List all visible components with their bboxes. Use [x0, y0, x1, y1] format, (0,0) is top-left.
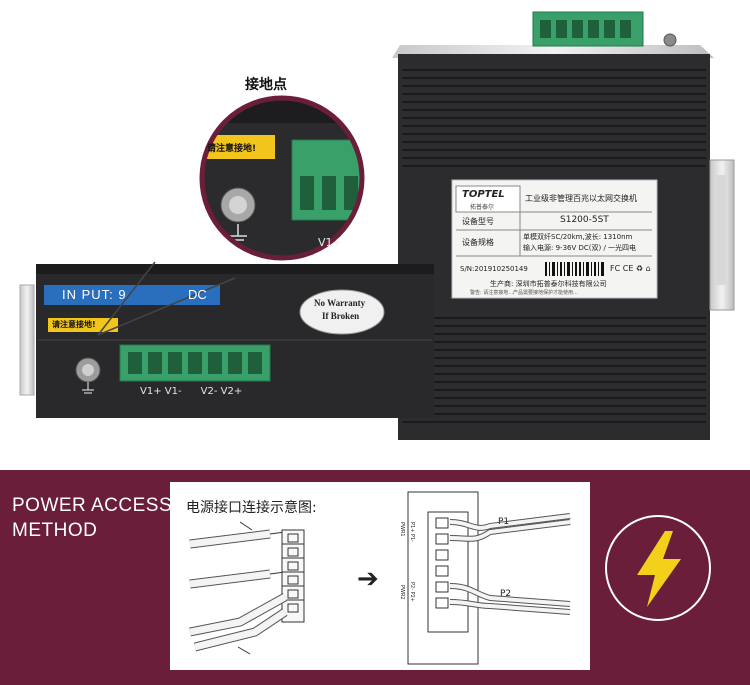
input-label: IN PUT: 9	[62, 287, 127, 302]
label-row-1-value: 单模双纤SC/20km,波长: 1310nm	[523, 233, 633, 241]
label-row-2-value: 输入电源: 9-36V DC(双) / 一光四电	[523, 244, 637, 252]
lightning-icon	[605, 515, 711, 621]
label-manufacturer: 生产商: 深圳市拓普泰尔科技有限公司	[490, 280, 607, 288]
front-panel-left	[19, 264, 434, 418]
product-photo: 接地点 请注意接地! V1+ IN PUT: 9 DC 请注意接地! V1+ V…	[19, 11, 735, 440]
callout-warning-sticker-text: 请注意接地!	[207, 144, 257, 154]
input-label-strip	[44, 285, 220, 305]
warranty-sticker	[299, 289, 385, 335]
label-footnote: 警告: 请注意接地...产品需要接地保护才能使用...	[470, 290, 578, 296]
warning-sticker	[48, 318, 118, 332]
label-brand-sub: 拓普泰尔	[470, 204, 495, 211]
wiring-diagram-card	[170, 482, 590, 670]
section-title-line-1: POWER ACCESS	[12, 495, 173, 516]
label-marks: FC CE ♻ ⌂	[610, 264, 651, 273]
connector-illustration	[407, 491, 571, 665]
input-label-suffix: DC	[188, 287, 207, 302]
diagram-caption: 电源接口连接示意图:	[186, 500, 317, 516]
terminal-pin-labels: V1+ V1- V2- V2+	[140, 386, 243, 397]
ground-callout	[199, 95, 365, 261]
label-brand: TOPTEL	[462, 189, 505, 200]
product-photo-svg	[19, 11, 735, 440]
section-title: POWER ACCESS METHOD	[12, 493, 182, 543]
label-pwr2: PWR2	[399, 585, 405, 600]
label-row-1-key: 设备规格	[462, 238, 494, 247]
terminal-illustration	[189, 521, 305, 655]
label-pwr1: PWR1	[399, 522, 405, 537]
lightning-bolt-shape	[637, 531, 681, 607]
callout-terminal-label: V1+	[318, 236, 342, 249]
label-p2: P2	[500, 589, 512, 599]
section-title-line-2: METHOD	[12, 520, 98, 541]
label-row-0-value: S1200-5ST	[560, 215, 609, 225]
lightning-bolt-svg	[637, 531, 681, 607]
ground-point-label: 接地点	[245, 77, 287, 93]
terminal-block-top	[532, 11, 677, 47]
pin-labels-top: P1+ P1-	[409, 522, 415, 542]
warranty-line-1: No Warranty	[314, 298, 366, 308]
arrow-icon: ➔	[357, 564, 379, 594]
product-label-sticker	[451, 179, 658, 299]
front-warning-sticker-text: 请注意接地!	[52, 320, 96, 329]
label-row-0-key: 设备型号	[462, 217, 494, 226]
warranty-line-2: If Broken	[322, 311, 360, 321]
label-product-name: 工业级非管理百兆以太网交换机	[525, 194, 637, 203]
pin-labels-bottom: P2- P2+	[409, 582, 415, 602]
wiring-diagram-svg	[189, 491, 571, 665]
label-serial: S/N:201910250149	[460, 265, 528, 273]
label-p1: P1	[498, 517, 510, 527]
